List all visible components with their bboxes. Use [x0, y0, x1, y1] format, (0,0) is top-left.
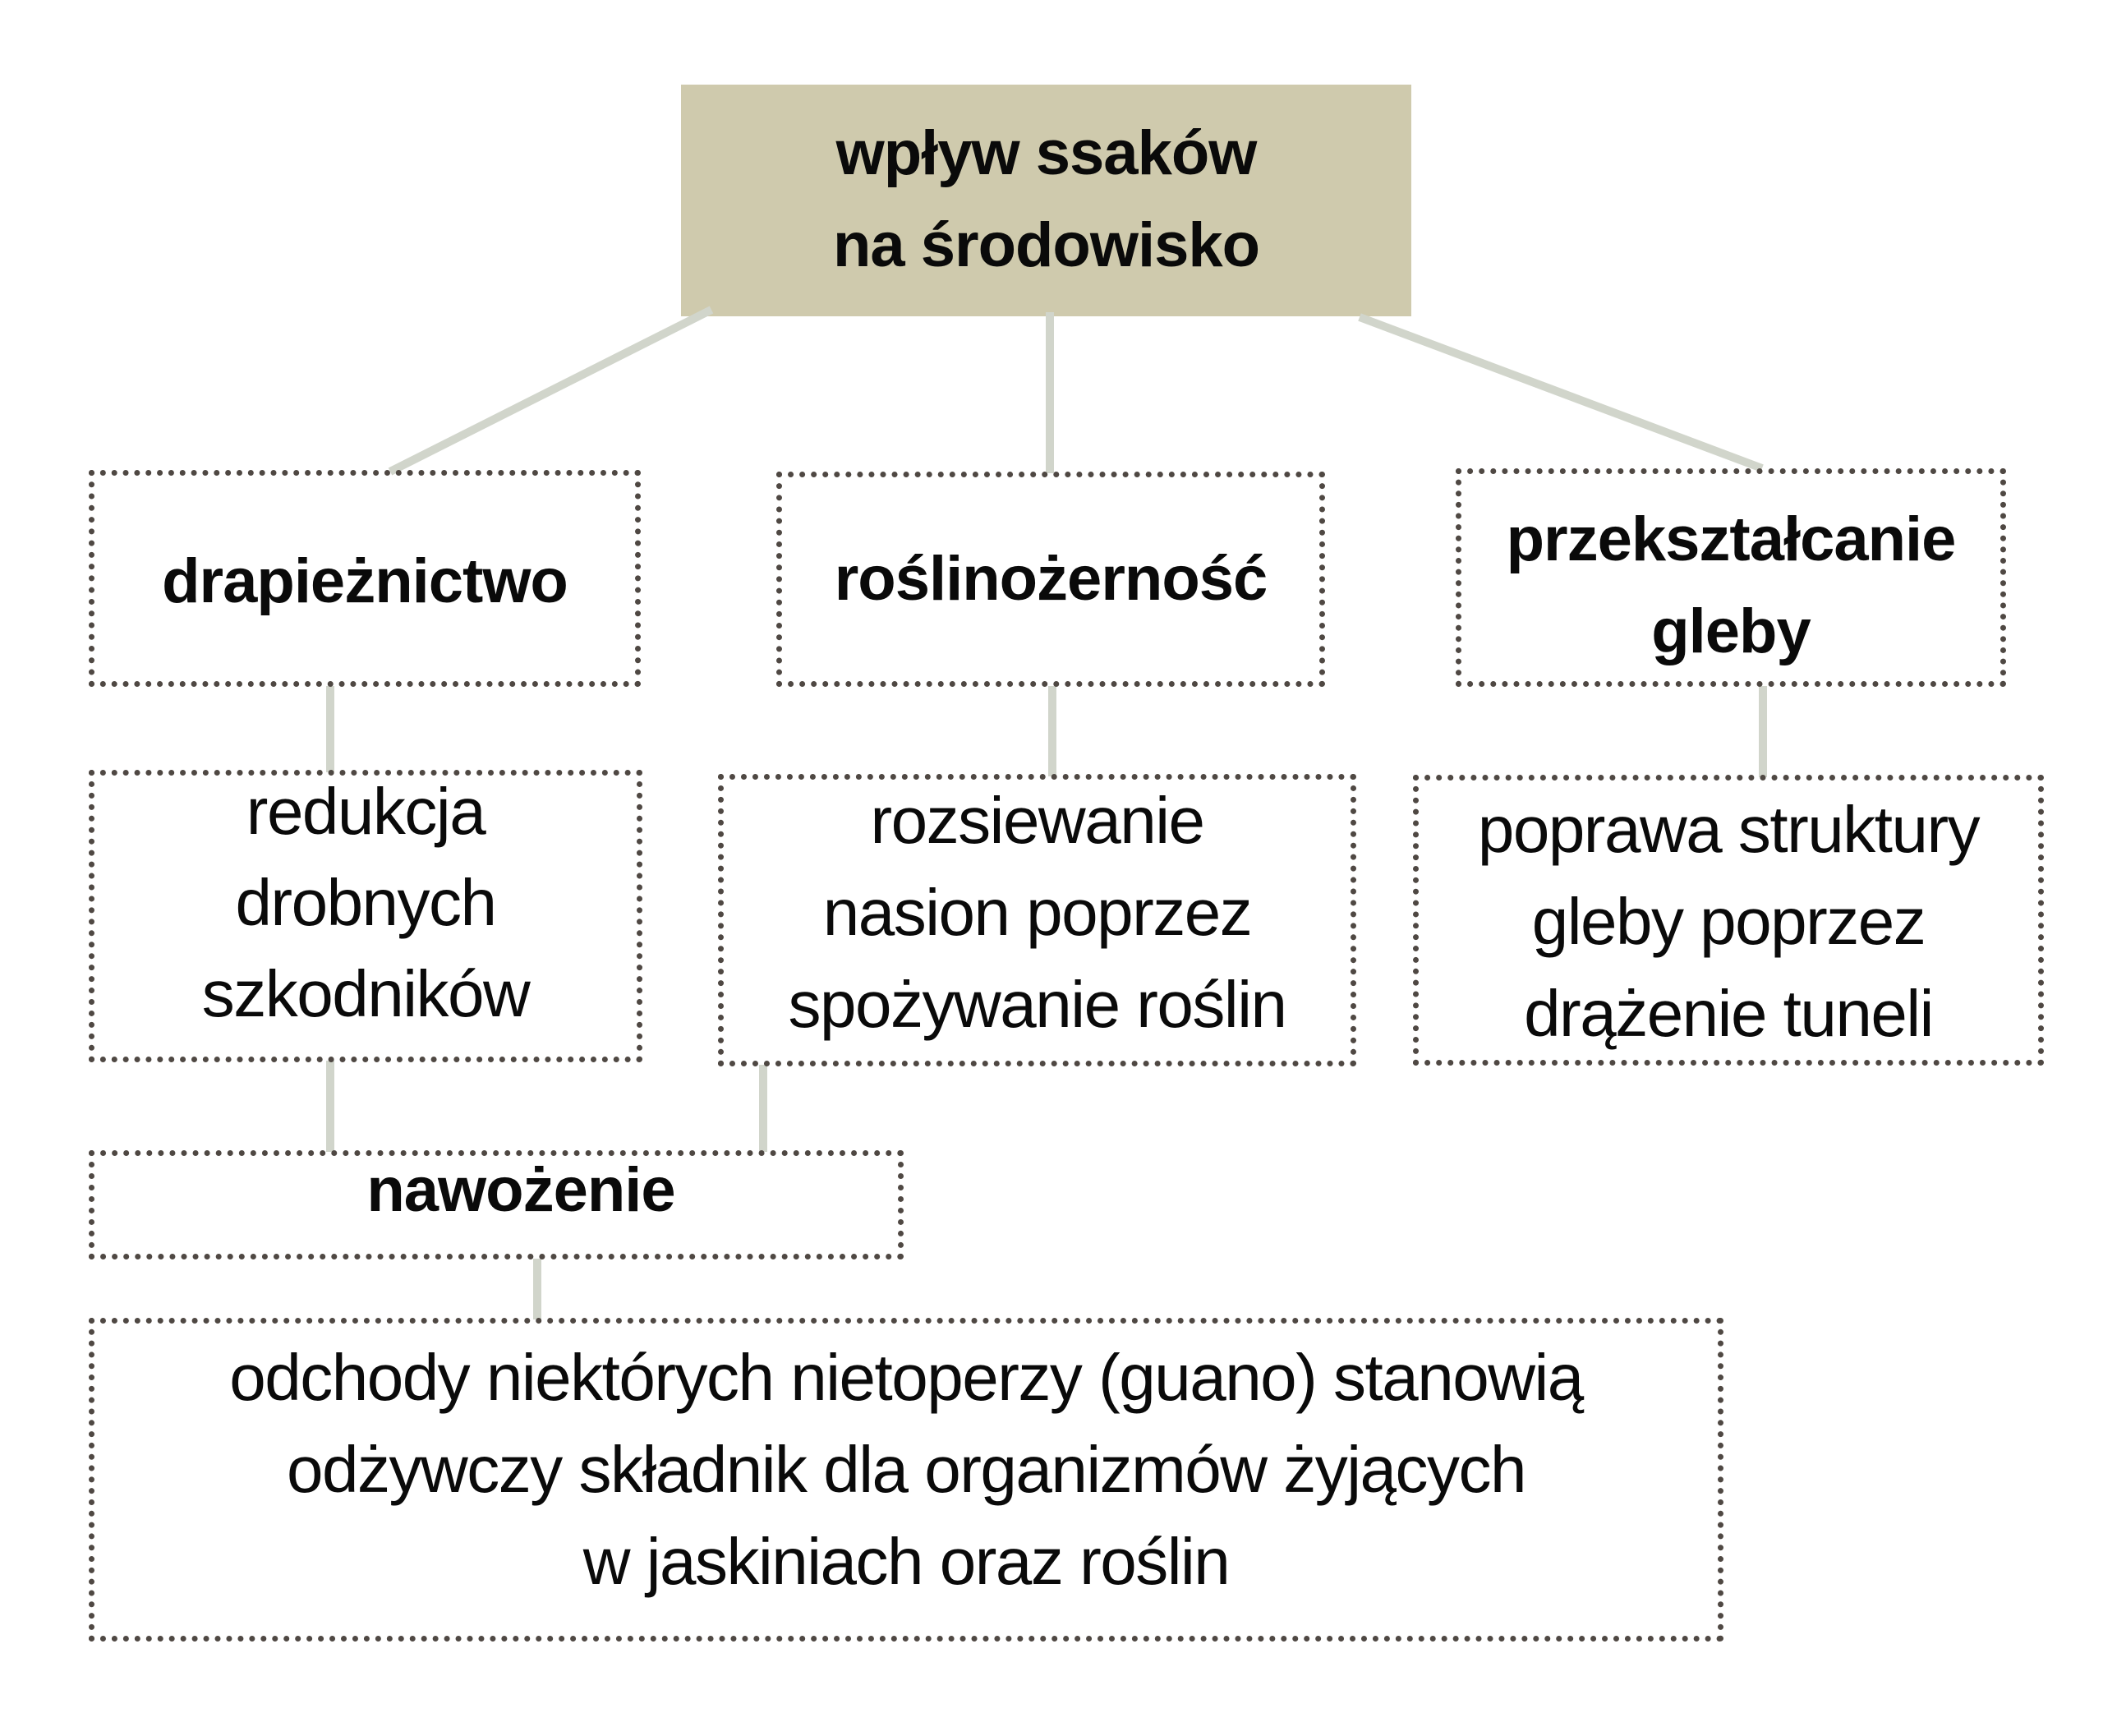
- effect-predation-line-1: redukcja: [246, 775, 486, 848]
- effect-soil-line-1: poprawa struktury: [1477, 793, 1981, 866]
- root-title-line-1: wpływ ssaków: [835, 118, 1258, 188]
- effect-soil-line-2: gleby poprzez: [1531, 885, 1926, 958]
- category-predation-label: drapieżnictwo: [162, 546, 568, 616]
- fertilization-label: nawożenie: [366, 1155, 675, 1225]
- fertilization-effect-line-2: odżywczy składnik dla organizmów żyjącyc…: [287, 1433, 1527, 1506]
- fertilization-effect-line-1: odchody niektórych nietoperzy (guano) st…: [229, 1341, 1584, 1414]
- root-node: wpływ ssaków na środowisko: [681, 85, 1411, 316]
- effect-predation-line-2: drobnych: [235, 866, 497, 939]
- edge-root-predation: [388, 306, 714, 476]
- category-herbivory-label: roślinożerność: [834, 544, 1268, 614]
- effect-soil-line-3: drążenie tuneli: [1524, 977, 1934, 1050]
- category-predation: drapieżnictwo: [89, 470, 641, 687]
- fertilization-effect: odchody niektórych nietoperzy (guano) st…: [89, 1318, 1723, 1642]
- fertilization-node: nawożenie: [89, 1150, 904, 1259]
- effect-soil: poprawa struktury gleby poprzez drążenie…: [1413, 775, 2044, 1066]
- effect-predation-line-3: szkodników: [201, 957, 531, 1030]
- effect-predation: redukcja drobnych szkodników: [89, 770, 642, 1062]
- category-soil-label-line-1: przekształcanie: [1506, 504, 1957, 574]
- effect-herbivory: rozsiewanie nasion poprzez spożywanie ro…: [718, 774, 1356, 1066]
- effect-herbivory-line-2: nasion poprzez: [822, 876, 1253, 949]
- effect-herbivory-line-3: spożywanie roślin: [788, 968, 1287, 1041]
- root-title-line-2: na środowisko: [832, 210, 1260, 280]
- fertilization-effect-line-3: w jaskiniach oraz roślin: [582, 1525, 1231, 1598]
- category-soil: przekształcanie gleby: [1456, 468, 2006, 687]
- category-herbivory: roślinożerność: [776, 472, 1325, 687]
- edge-root-soil: [1358, 313, 1764, 472]
- effect-herbivory-line-1: rozsiewanie: [870, 784, 1205, 857]
- category-soil-label-line-2: gleby: [1651, 596, 1811, 666]
